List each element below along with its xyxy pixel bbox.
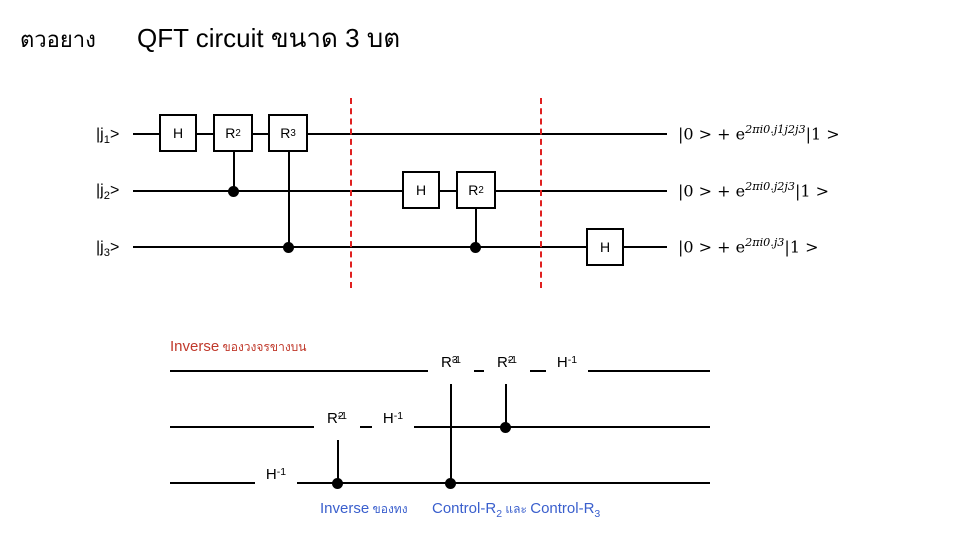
- input-ket-j2: |j2>: [96, 182, 120, 203]
- output-state-1: |0 > + e2πi0.j1j2j3|1 >: [678, 123, 840, 144]
- inverse-of-each-caption: Inverse ของทง: [320, 500, 408, 517]
- output-state-2: |0 > + e2πi0.j2j3|1 >: [678, 180, 830, 201]
- input-ket-j1: |j1>: [96, 126, 120, 147]
- qubit-wire-1: [133, 133, 667, 135]
- gate-h-inverse-q2: H-1: [372, 408, 414, 440]
- gate-h-q2: H: [402, 171, 440, 209]
- control-dot: [470, 242, 481, 253]
- inverse-wire-2: [170, 426, 710, 428]
- barrier-line: [350, 98, 352, 288]
- control-line-r3: [288, 146, 290, 249]
- control-dot: [445, 478, 456, 489]
- control-line-r2-mid: [475, 204, 477, 249]
- control-dot: [332, 478, 343, 489]
- control-dot: [228, 186, 239, 197]
- control-line-r3-inv: [450, 384, 452, 484]
- control-gates-caption: Control-R2 และ Control-R3: [432, 500, 601, 520]
- control-line-r2: [233, 146, 235, 192]
- slide-label: ตวอยาง: [20, 27, 96, 52]
- gate-h-inverse-q3: H-1: [255, 464, 297, 496]
- gate-h-q3: H: [586, 228, 624, 266]
- gate-h-inverse-q1: H-1: [546, 352, 588, 384]
- barrier-line: [540, 98, 542, 288]
- input-ket-j3: |j3>: [96, 239, 120, 260]
- gate-h-q1: H: [159, 114, 197, 152]
- control-line-r2-inv-mid: [337, 440, 339, 484]
- page-title: QFT circuit ขนาด 3 บต: [137, 23, 401, 53]
- control-line-r2-inv: [505, 384, 507, 428]
- inverse-wire-3: [170, 482, 710, 484]
- output-state-3: |0 > + e2πi0.j3|1 >: [678, 236, 819, 257]
- control-dot: [500, 422, 511, 433]
- inverse-caption: Inverse ของวงจรขางบน: [170, 338, 307, 355]
- qubit-wire-2: [133, 190, 667, 192]
- control-dot: [283, 242, 294, 253]
- qubit-wire-3: [133, 246, 667, 248]
